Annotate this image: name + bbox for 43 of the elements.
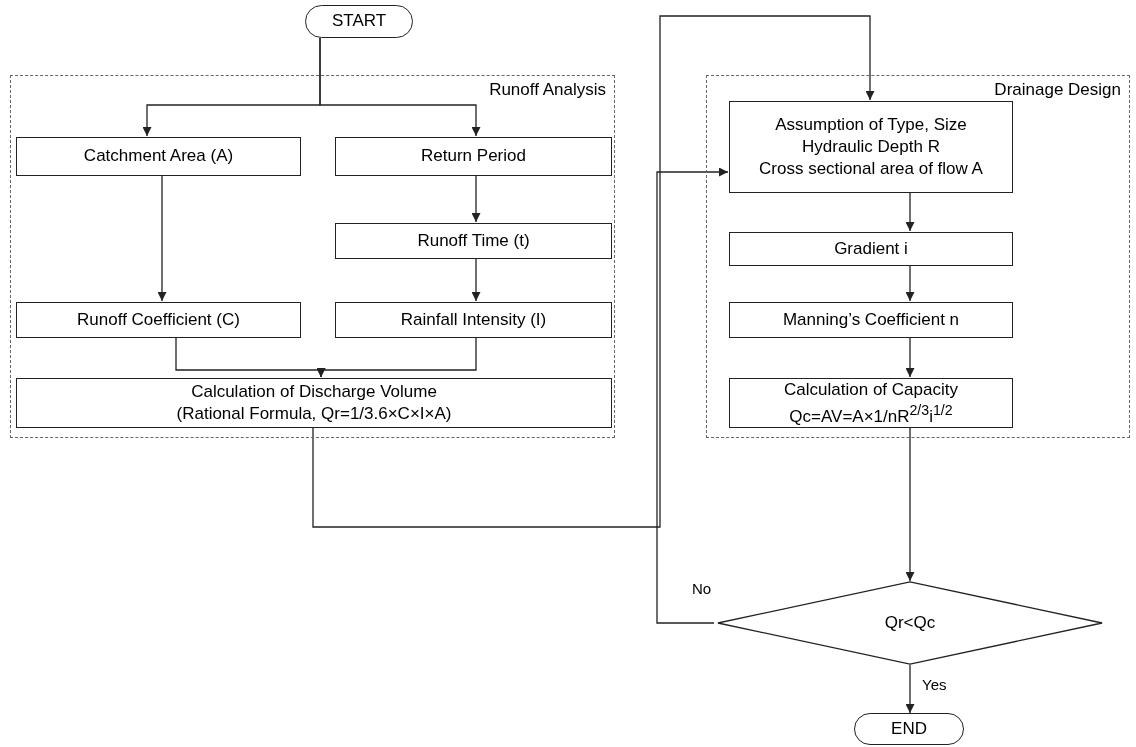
terminal-pill: [305, 5, 413, 38]
dashed-group-frame: [10, 75, 615, 438]
terminal-pill: [854, 713, 964, 745]
process-box: [729, 101, 1013, 193]
arrow: [312, 15, 875, 528]
arrow: [905, 264, 915, 302]
process-box: [16, 302, 301, 338]
step-label: Manning’s Coefficient n: [782, 308, 960, 331]
step-label: Cross sectional area of flow A: [759, 158, 983, 181]
step-label: Assumption of Type, Size: [775, 113, 967, 136]
arrow: [656, 167, 729, 624]
arrow: [319, 37, 481, 137]
dashed-group-frame: [706, 75, 1130, 438]
arrow: [157, 174, 167, 302]
step-label: Qr<Qc: [884, 611, 936, 634]
arrow: [905, 664, 915, 714]
arrow: [905, 426, 915, 582]
process-box: [16, 137, 301, 176]
step-label: END: [891, 717, 927, 740]
arrow: [471, 174, 481, 223]
step-label: START: [331, 10, 387, 33]
step-label: Calculation of Discharge Volume: [191, 380, 437, 403]
step-label: Catchment Area (A): [83, 145, 234, 168]
arrow: [905, 336, 915, 378]
arrow: [905, 191, 915, 232]
step-label: Runoff Time (t): [417, 229, 530, 252]
arrow: [316, 336, 477, 378]
step-label: Calculation of Capacity: [784, 378, 958, 401]
step-label: Return Period: [421, 145, 526, 168]
step-label: Hydraulic Depth R: [802, 135, 940, 158]
process-box: [729, 378, 1013, 428]
step-label: Gradient i: [834, 237, 908, 260]
process-box: [335, 223, 612, 259]
arrow: [471, 257, 481, 302]
process-box: [335, 137, 612, 176]
process-box: [729, 232, 1013, 266]
process-box: [335, 302, 612, 338]
process-box: [16, 378, 612, 428]
step-label: Rainfall Intensity (I): [400, 308, 547, 331]
process-box: [729, 302, 1013, 338]
step-label: (Rational Formula, Qr=1/3.6×C×I×A): [176, 403, 452, 425]
step-label: Qc=AV=A×1/nR$^{2/3}$i$^{1/2}$: [789, 400, 953, 428]
step-label: Runoff Coefficient (C): [77, 308, 240, 331]
